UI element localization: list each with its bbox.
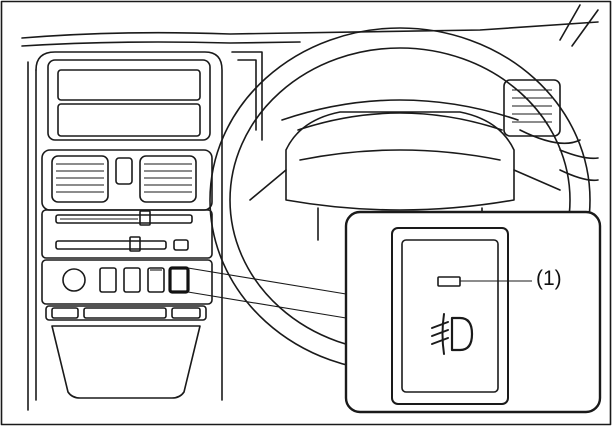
front-fog-light-icon — [431, 313, 474, 355]
dash-top-contour — [21, 4, 599, 47]
switch-inset — [344, 210, 602, 414]
right-dash — [231, 51, 599, 182]
lower-console — [45, 305, 207, 399]
center-vents — [41, 149, 213, 211]
indicator-lamp — [437, 276, 461, 287]
climate-controls — [41, 209, 213, 259]
center-console — [27, 51, 223, 411]
head-unit — [47, 59, 211, 141]
switch-row — [41, 259, 213, 305]
fog-light-switch-location — [168, 266, 190, 294]
callout-leader — [187, 267, 347, 319]
callout-label: (1) — [536, 267, 562, 290]
